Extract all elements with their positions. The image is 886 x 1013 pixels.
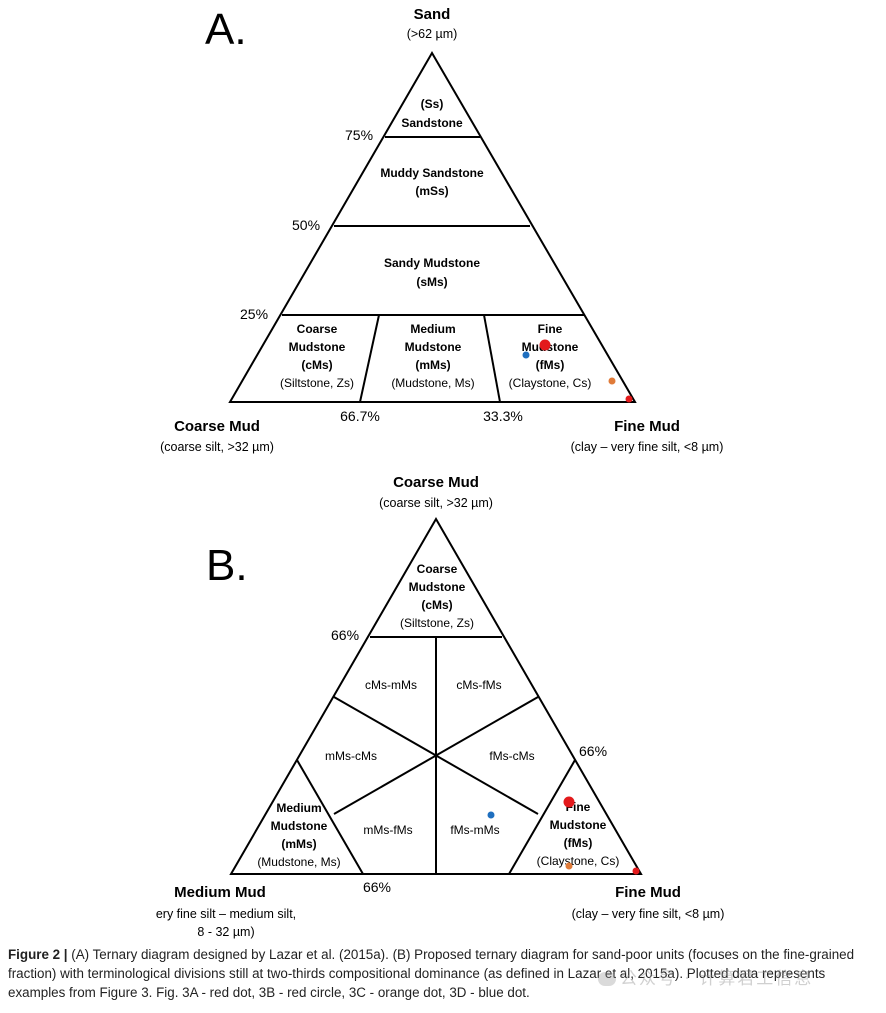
watermark: 公众号 · 计算君工信息 bbox=[598, 964, 813, 989]
panel-b-top-vertex-sub: (coarse silt, >32 µm) bbox=[379, 496, 493, 510]
b-region-mms-fms: mMs-fMs bbox=[363, 823, 412, 837]
marker-orange-dot-b bbox=[565, 862, 573, 870]
b-region-left-line3: (mMs) bbox=[281, 837, 316, 851]
region-cms-line1: Coarse bbox=[297, 322, 338, 336]
panel-b-letter: B. bbox=[206, 541, 248, 590]
panel-a: A. Sand (>62 µm) 75% 50% 25% 66.7% 33.3%… bbox=[160, 5, 723, 454]
b-region-fms-cms: fMs-cMs bbox=[489, 749, 534, 763]
b-region-top-line3: (cMs) bbox=[421, 598, 452, 612]
region-cms-line3: (cMs) bbox=[301, 358, 332, 372]
panel-a-tick-50: 50% bbox=[292, 217, 320, 233]
panel-b-left-vertex-sub1: ery fine silt – medium silt, bbox=[156, 907, 296, 921]
panel-b-right-vertex-sub: (clay – very fine silt, <8 µm) bbox=[572, 907, 725, 921]
b-region-cms-mms: cMs-mMs bbox=[365, 678, 417, 692]
wechat-icon bbox=[598, 972, 616, 986]
marker-orange-dot-a bbox=[608, 377, 616, 385]
panel-b-tick-right: 66% bbox=[579, 743, 607, 759]
marker-red-circle-b bbox=[563, 796, 575, 808]
b-region-right-line2: Mudstone bbox=[550, 818, 607, 832]
b-region-top-line2: Mudstone bbox=[409, 580, 466, 594]
b-region-right-line4: (Claystone, Cs) bbox=[537, 854, 620, 868]
region-fms-line2: Mudstone bbox=[522, 340, 579, 354]
region-mms-line2: Mudstone bbox=[405, 340, 462, 354]
panel-b-tick-base: 66% bbox=[363, 879, 391, 895]
b-region-right-line3: (fMs) bbox=[564, 836, 593, 850]
panel-b-triangle bbox=[229, 517, 643, 875]
region-ss-code: (Ss) bbox=[421, 97, 444, 111]
b-region-top-line4: (Siltstone, Zs) bbox=[400, 616, 474, 630]
caption-text: (A) Ternary diagram designed by Lazar et… bbox=[8, 947, 855, 1000]
panel-b: B. Coarse Mud (coarse silt, >32 µm) 66% … bbox=[156, 474, 725, 939]
panel-b-markers bbox=[487, 796, 640, 875]
region-cms-line4: (Siltstone, Zs) bbox=[280, 376, 354, 390]
region-fms-line4: (Claystone, Cs) bbox=[509, 376, 592, 390]
b-region-left-line1: Medium bbox=[276, 801, 321, 815]
panel-a-regions: (Ss) Sandstone Muddy Sandstone (mSs) San… bbox=[280, 97, 591, 390]
watermark-text: 公众号 · 计算君工信息 bbox=[620, 969, 814, 989]
panel-a-tick-66: 66.7% bbox=[340, 408, 380, 424]
caption-label: Figure 2 | bbox=[8, 947, 68, 962]
b-region-cms-fms: cMs-fMs bbox=[456, 678, 501, 692]
panel-a-tick-25: 25% bbox=[240, 306, 268, 322]
panel-a-right-vertex-title: Fine Mud bbox=[614, 418, 680, 435]
panel-a-tick-75: 75% bbox=[345, 127, 373, 143]
region-ss-name: Sandstone bbox=[401, 116, 463, 130]
panel-a-left-vertex-sub: (coarse silt, >32 µm) bbox=[160, 440, 274, 454]
b-region-fms-mms: fMs-mMs bbox=[450, 823, 499, 837]
region-sms-code: (sMs) bbox=[416, 275, 447, 289]
marker-red-dot-b bbox=[632, 867, 640, 875]
panel-b-right-vertex-title: Fine Mud bbox=[615, 884, 681, 901]
panel-a-right-vertex-sub: (clay – very fine silt, <8 µm) bbox=[571, 440, 724, 454]
region-sms-name: Sandy Mudstone bbox=[384, 256, 480, 270]
panel-b-left-vertex-title: Medium Mud bbox=[174, 884, 266, 901]
marker-blue-dot-b bbox=[487, 811, 495, 819]
panel-a-markers bbox=[522, 339, 633, 403]
panel-a-tick-33: 33.3% bbox=[483, 408, 523, 424]
panel-b-top-vertex-title: Coarse Mud bbox=[393, 474, 479, 491]
region-mss-name: Muddy Sandstone bbox=[380, 166, 484, 180]
panel-a-triangle bbox=[228, 51, 637, 403]
b-region-top-line1: Coarse bbox=[417, 562, 458, 576]
marker-red-circle-a bbox=[539, 339, 551, 351]
region-mms-line3: (mMs) bbox=[415, 358, 450, 372]
figure-caption: Figure 2 | (A) Ternary diagram designed … bbox=[8, 945, 882, 1002]
marker-red-dot-a bbox=[625, 395, 633, 403]
region-cms-line2: Mudstone bbox=[289, 340, 346, 354]
b-region-left-line2: Mudstone bbox=[271, 819, 328, 833]
panel-a-top-vertex-title: Sand bbox=[414, 6, 451, 23]
panel-a-left-vertex-title: Coarse Mud bbox=[174, 418, 260, 435]
panel-b-left-vertex-sub2: 8 - 32 µm) bbox=[197, 925, 254, 939]
b-region-left-line4: (Mudstone, Ms) bbox=[257, 855, 340, 869]
region-mss-code: (mSs) bbox=[415, 184, 448, 198]
b-region-mms-cms: mMs-cMs bbox=[325, 749, 377, 763]
panel-a-letter: A. bbox=[205, 5, 247, 54]
region-fms-line3: (fMs) bbox=[536, 358, 565, 372]
panel-a-top-vertex-sub: (>62 µm) bbox=[407, 27, 458, 41]
region-fms-line1: Fine bbox=[538, 322, 563, 336]
region-mms-line1: Medium bbox=[410, 322, 455, 336]
panel-b-tick-top: 66% bbox=[331, 627, 359, 643]
panel-b-regions: Coarse Mudstone (cMs) (Siltstone, Zs) Me… bbox=[257, 562, 619, 869]
region-mms-line4: (Mudstone, Ms) bbox=[391, 376, 474, 390]
marker-blue-dot-a bbox=[522, 351, 530, 359]
